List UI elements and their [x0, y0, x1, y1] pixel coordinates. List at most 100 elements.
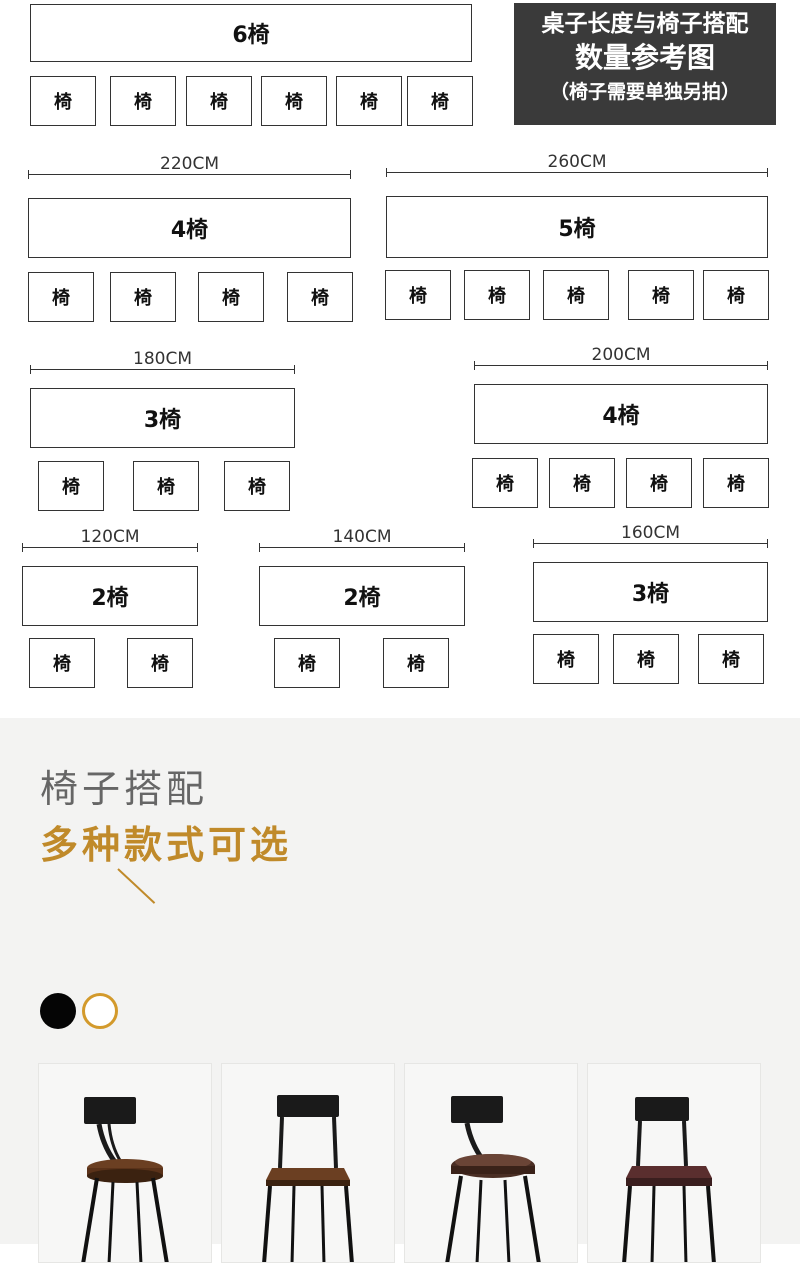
chair-label: 椅 — [210, 92, 228, 113]
chair-label: 椅 — [134, 92, 152, 113]
product-card[interactable] — [587, 1063, 761, 1263]
banner-line-2: 数量参考图 — [574, 41, 715, 74]
chair-label: 椅 — [488, 286, 506, 307]
chair-label: 椅 — [311, 288, 329, 309]
chair-label: 椅 — [151, 654, 169, 675]
stool-round-wood-curved-back-image — [81, 1097, 169, 1262]
chair-label: 椅 — [573, 474, 591, 495]
chair: 椅 — [133, 461, 199, 511]
chair: 椅 — [274, 638, 340, 688]
dimension-label: 180CM — [133, 349, 192, 369]
table-120: 2椅 — [22, 566, 198, 626]
chair: 椅 — [29, 638, 95, 688]
chair: 椅 — [127, 638, 193, 688]
banner-line-3: （椅子需要单独另拍） — [549, 81, 740, 103]
stool-square-leather-straight-back-image — [622, 1097, 716, 1262]
chair: 椅 — [626, 458, 692, 508]
chair-label: 椅 — [722, 650, 740, 671]
dimension-260: 260CM — [386, 152, 768, 177]
chair-label: 椅 — [62, 477, 80, 498]
chair: 椅 — [224, 461, 290, 511]
banner-line-1: 桌子长度与椅子搭配 — [541, 11, 749, 37]
dimension-label: 220CM — [160, 154, 219, 174]
chair: 椅 — [464, 270, 530, 320]
table-label: 4椅 — [170, 218, 209, 243]
chair-label: 椅 — [409, 286, 427, 307]
dimension-160: 160CM — [533, 523, 768, 548]
chair: 椅 — [385, 270, 451, 320]
product-card[interactable] — [404, 1063, 578, 1263]
product-card[interactable] — [221, 1063, 395, 1263]
chair: 椅 — [186, 76, 252, 126]
chair-label: 椅 — [557, 650, 575, 671]
table-6: 6椅 — [30, 4, 472, 62]
table-160: 3椅 — [533, 562, 768, 622]
product-card[interactable] — [38, 1063, 212, 1263]
chair-label: 椅 — [407, 654, 425, 675]
dimension-label: 140CM — [332, 527, 392, 547]
chair: 椅 — [543, 270, 609, 320]
chair-label: 椅 — [248, 477, 266, 498]
table-label: 3椅 — [631, 582, 670, 607]
swatch-orange-ring[interactable] — [82, 993, 118, 1029]
chair: 椅 — [198, 272, 264, 322]
chair-label: 椅 — [298, 654, 316, 675]
decorative-slash — [117, 868, 156, 904]
dimension-label: 260CM — [547, 152, 607, 172]
chair-label: 椅 — [496, 474, 514, 495]
chair: 椅 — [110, 272, 176, 322]
chair-label: 椅 — [285, 92, 303, 113]
section-subtitle: 多种款式可选 — [40, 823, 293, 867]
chair: 椅 — [336, 76, 402, 126]
chair-label: 椅 — [567, 286, 585, 307]
dimension-label: 160CM — [621, 523, 680, 543]
stool-square-wood-straight-back-image — [262, 1095, 354, 1262]
chair-label: 椅 — [727, 286, 745, 307]
table-label: 6椅 — [232, 23, 270, 48]
table-chair-reference-chart: 6椅 椅 椅 椅 椅 椅 椅 桌子长度与椅子搭配 数量参考图 （椅子需要单独另拍… — [22, 3, 776, 688]
dimension-140: 140CM — [259, 527, 465, 552]
chair-label: 椅 — [222, 288, 240, 309]
table-260: 5椅 — [386, 196, 768, 258]
chair-options-section: 椅子搭配 多种款式可选 — [0, 718, 800, 1263]
swatch-black[interactable] — [40, 993, 76, 1029]
table-label: 4椅 — [602, 404, 640, 429]
chair-label: 椅 — [157, 477, 175, 498]
table-140: 2椅 — [259, 566, 465, 626]
chair: 椅 — [261, 76, 327, 126]
chair-label: 椅 — [652, 286, 670, 307]
table-200: 4椅 — [474, 384, 768, 444]
chair: 椅 — [30, 76, 96, 126]
chair: 椅 — [407, 76, 473, 126]
dimension-120: 120CM — [22, 527, 198, 552]
chair: 椅 — [703, 458, 769, 508]
table-180: 3椅 — [30, 388, 295, 448]
chair-label: 椅 — [637, 650, 655, 671]
chair: 椅 — [698, 634, 764, 684]
chair: 椅 — [287, 272, 353, 322]
chair-label: 椅 — [650, 474, 668, 495]
chair: 椅 — [38, 461, 104, 511]
chair-label: 椅 — [52, 288, 70, 309]
chair-label: 椅 — [134, 288, 152, 309]
dimension-label: 200CM — [591, 345, 651, 365]
chair: 椅 — [110, 76, 176, 126]
chair: 椅 — [549, 458, 615, 508]
chair: 椅 — [28, 272, 94, 322]
chair: 椅 — [472, 458, 538, 508]
stool-round-leather-curved-back-image — [445, 1096, 541, 1262]
reference-banner: 桌子长度与椅子搭配 数量参考图 （椅子需要单独另拍） — [514, 3, 776, 125]
dimension-220: 220CM — [28, 154, 351, 179]
table-label: 2椅 — [343, 586, 381, 611]
dimension-200: 200CM — [474, 345, 768, 370]
table-label: 2椅 — [91, 586, 129, 611]
chair-label: 椅 — [431, 92, 449, 113]
chair: 椅 — [703, 270, 769, 320]
table-220: 4椅 — [28, 198, 351, 258]
dimension-label: 120CM — [80, 527, 140, 547]
chair-label: 椅 — [727, 474, 745, 495]
chair: 椅 — [533, 634, 599, 684]
chair: 椅 — [613, 634, 679, 684]
chair: 椅 — [383, 638, 449, 688]
table-label: 3椅 — [143, 408, 182, 433]
